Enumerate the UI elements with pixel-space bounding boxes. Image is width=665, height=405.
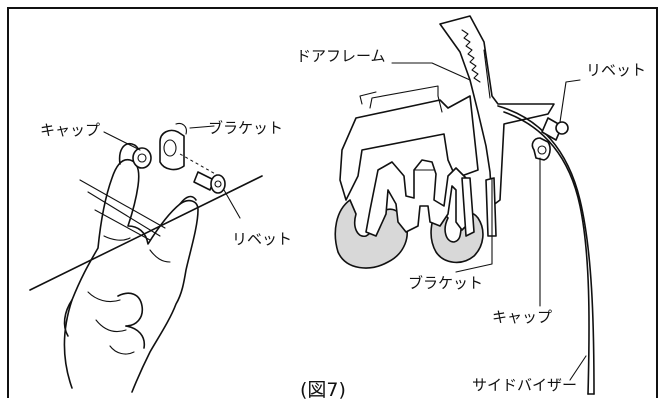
label-rivet-top: リベット [586,61,646,79]
bracket-part-left [159,122,187,171]
label-cap-right: キャップ [492,308,552,326]
leader-door-frame [391,62,471,81]
cap-part-left [132,147,152,169]
label-bracket-center: ブラケット [408,274,483,292]
side-visor [497,105,595,395]
label-door-frame: ドアフレーム [296,47,386,65]
label-cap-left: キャップ [40,121,100,139]
figure-caption: (図7) [300,379,346,401]
leader-rivet-top [559,79,581,123]
label-rivet-left: リベット [232,230,292,248]
hand-illustration [29,142,263,393]
cap-part-right [531,137,551,161]
rivet-part-left [179,153,227,194]
channel-insert [365,159,469,237]
leader-side-visor [569,355,587,381]
leader-bracket-left [189,125,215,129]
bracket-part-center [461,177,497,237]
label-side-visor: サイドバイザー [472,376,577,394]
door-frame-section [339,15,555,207]
label-bracket-left: ブラケット [208,119,283,137]
figure-frame [7,7,658,398]
rivet-part-top [541,117,569,141]
leader-cap-left [103,131,141,151]
leader-rivet-left [223,189,241,219]
leader-bracket-center [455,177,493,273]
